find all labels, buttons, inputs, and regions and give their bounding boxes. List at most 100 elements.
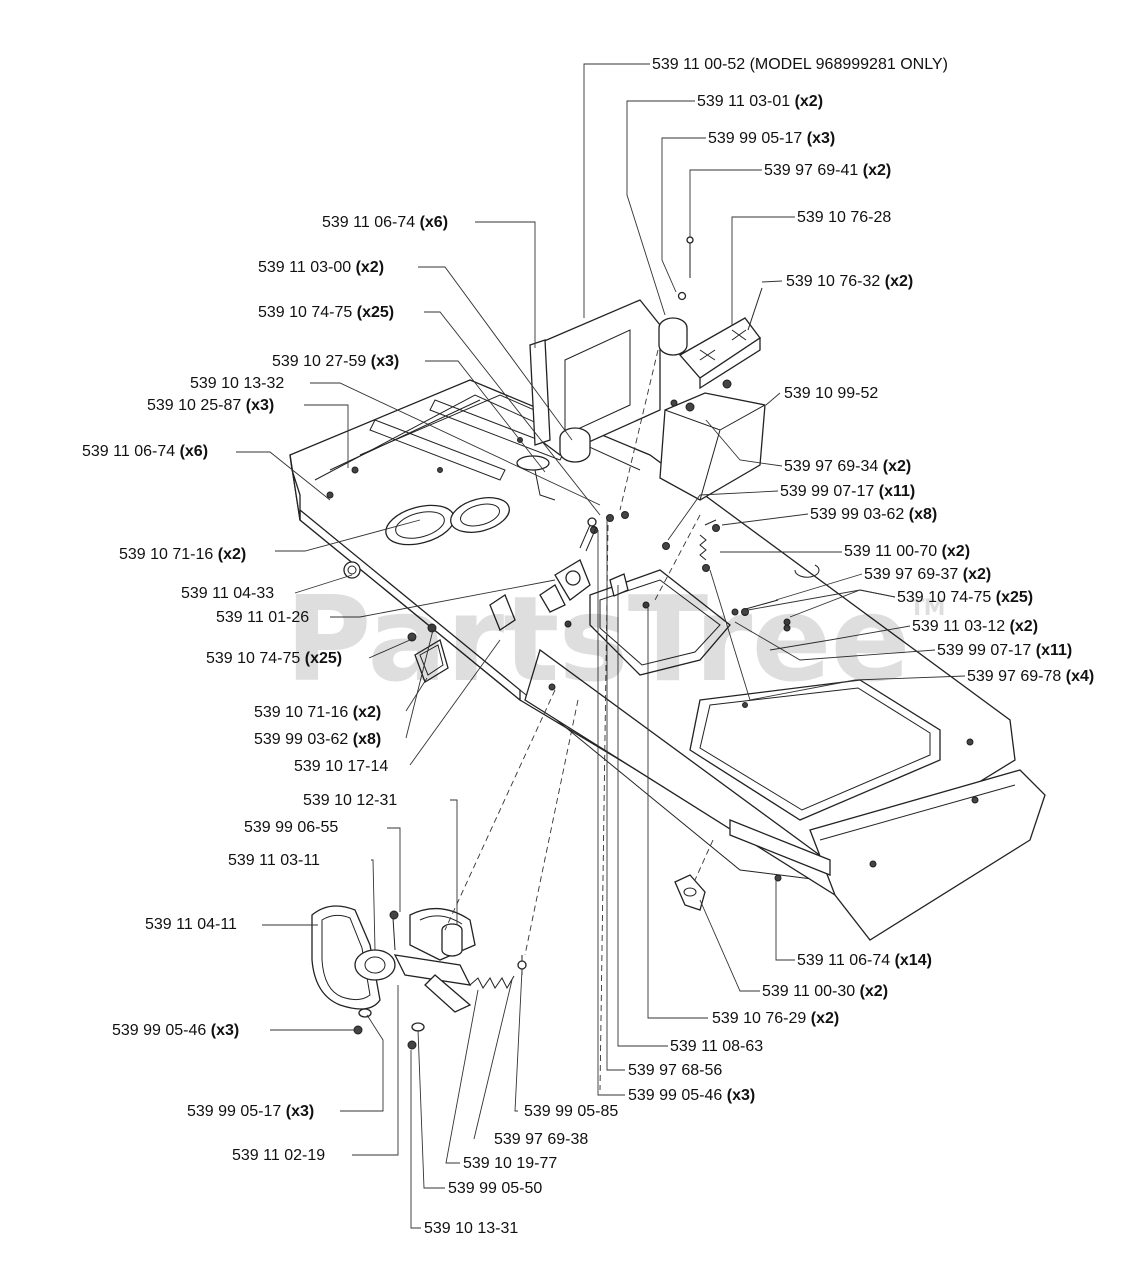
callout-label[interactable]: 539 99 05-17 (x3)	[708, 130, 835, 148]
leader-lines	[236, 63, 966, 1229]
callout-label[interactable]: 539 11 04-33	[181, 585, 274, 603]
callout-label[interactable]: 539 11 03-00 (x2)	[258, 259, 384, 277]
callout-label[interactable]: 539 10 17-14	[294, 758, 388, 776]
part-number: 539 10 71-16	[254, 704, 349, 721]
part-number: 539 99 05-46	[112, 1022, 207, 1039]
part-quantity: (x11)	[1035, 642, 1073, 659]
callout-label[interactable]: 539 99 05-50	[448, 1180, 542, 1198]
callout-label[interactable]: 539 10 12-31	[303, 792, 397, 810]
callout-label[interactable]: 539 10 13-32	[190, 375, 284, 393]
part-number: 539 99 05-46	[628, 1087, 723, 1104]
part-number: 539 11 06-74	[82, 443, 176, 460]
callout-label[interactable]: 539 99 05-85	[524, 1103, 618, 1121]
callout-label[interactable]: 539 10 76-29 (x2)	[712, 1010, 839, 1028]
callout-label[interactable]: 539 11 03-01 (x2)	[697, 93, 823, 111]
part-number: 539 99 06-55	[244, 819, 339, 836]
part-number: 539 11 06-74	[797, 952, 891, 969]
callout-label[interactable]: 539 97 68-56	[628, 1062, 722, 1080]
part-quantity: (x3)	[726, 1087, 756, 1104]
callout-label[interactable]: 539 10 25-87 (x3)	[147, 397, 274, 415]
part-quantity: (x2)	[352, 704, 382, 721]
part-number: 539 10 12-31	[303, 792, 398, 809]
part-quantity: (x3)	[285, 1103, 315, 1120]
part-number: 539 99 05-50	[448, 1180, 543, 1197]
part-number: 539 97 69-37	[864, 566, 959, 583]
callout-label[interactable]: 539 10 99-52	[784, 385, 878, 403]
part-number: 539 10 74-75	[258, 304, 353, 321]
callout-label[interactable]: 539 10 74-75 (x25)	[258, 304, 394, 322]
callout-label[interactable]: 539 10 71-16 (x2)	[119, 546, 246, 564]
callout-label[interactable]: 539 10 71-16 (x2)	[254, 704, 381, 722]
part-number: 539 99 03-62	[254, 731, 349, 748]
callout-label[interactable]: 539 11 04-11	[145, 916, 237, 934]
part-quantity: (x2)	[1009, 618, 1039, 635]
callout-label[interactable]: 539 10 74-75 (x25)	[897, 589, 1033, 607]
linkage-center	[489, 455, 629, 631]
part-number: 539 97 69-78	[967, 668, 1062, 685]
part-quantity: (x3)	[806, 130, 836, 147]
part-number: 539 10 76-29	[712, 1010, 807, 1027]
watermark-text: PartsTree	[285, 570, 911, 708]
part-number: 539 11 03-00	[258, 259, 352, 276]
switch-assembly	[678, 287, 763, 390]
callout-label[interactable]: 539 99 07-17 (x11)	[937, 642, 1072, 660]
part-number: 539 99 07-17	[937, 642, 1032, 659]
part-quantity: (x2)	[884, 273, 914, 290]
callout-label[interactable]: 539 11 08-63	[670, 1038, 763, 1056]
watermark: PartsTreeTM	[285, 570, 945, 708]
rear-bracket	[674, 874, 782, 911]
callout-label[interactable]: 539 99 05-46 (x3)	[112, 1022, 239, 1040]
part-number: 539 11 03-12	[912, 618, 1006, 635]
callout-label[interactable]: 539 99 03-62 (x8)	[810, 506, 937, 524]
part-number: 539 99 07-17	[780, 483, 875, 500]
callout-label[interactable]: 539 97 69-38	[494, 1131, 588, 1149]
part-number: 539 10 99-52	[784, 385, 879, 402]
callout-label[interactable]: 539 11 06-74 (x14)	[797, 952, 932, 970]
part-number: 539 11 08-63	[670, 1038, 764, 1055]
seat-bracket	[529, 299, 661, 456]
callout-label[interactable]: 539 97 69-37 (x2)	[864, 566, 991, 584]
callout-label[interactable]: 539 10 19-77	[463, 1155, 557, 1173]
callout-label[interactable]: 539 97 69-34 (x2)	[784, 458, 911, 476]
part-quantity: (x6)	[419, 214, 449, 231]
part-number: 539 10 17-14	[294, 758, 389, 775]
callout-label[interactable]: 539 11 01-26	[216, 609, 309, 627]
callout-label[interactable]: 539 99 05-17 (x3)	[187, 1103, 314, 1121]
bushings	[559, 236, 694, 463]
callout-label[interactable]: 539 10 13-31	[424, 1220, 518, 1238]
callout-label[interactable]: 539 11 00-30 (x2)	[762, 983, 888, 1001]
callout-label[interactable]: 539 11 00-52 (MODEL 968999281 ONLY)	[652, 56, 948, 74]
part-number: 539 99 03-62	[810, 506, 905, 523]
part-quantity: (x14)	[894, 952, 932, 969]
part-quantity: (x2)	[962, 566, 992, 583]
callout-label[interactable]: 539 10 76-28	[797, 209, 891, 227]
main-frame	[289, 379, 1046, 941]
callout-label[interactable]: 539 97 69-78 (x4)	[967, 668, 1094, 686]
part-quantity: (x3)	[210, 1022, 240, 1039]
callout-label[interactable]: 539 99 05-46 (x3)	[628, 1087, 755, 1105]
callout-label[interactable]: 539 97 69-41 (x2)	[764, 162, 891, 180]
callout-label[interactable]: 539 11 06-74 (x6)	[322, 214, 448, 232]
callout-label[interactable]: 539 99 07-17 (x11)	[780, 483, 915, 501]
part-number: 539 11 03-01	[697, 93, 791, 110]
part-number: 539 10 74-75	[897, 589, 992, 606]
part-quantity: (x2)	[941, 543, 971, 560]
callout-label[interactable]: 539 99 03-62 (x8)	[254, 731, 381, 749]
part-number: 539 97 69-38	[494, 1131, 589, 1148]
callout-label[interactable]: 539 11 06-74 (x6)	[82, 443, 208, 461]
part-number: 539 97 69-41	[764, 162, 859, 179]
part-number: 539 10 25-87	[147, 397, 242, 414]
part-number: 539 11 00-52	[652, 56, 746, 73]
part-number: 539 10 19-77	[463, 1155, 558, 1172]
part-number: 539 97 69-34	[784, 458, 879, 475]
part-number: 539 11 00-70	[844, 543, 938, 560]
part-quantity: (x2)	[217, 546, 247, 563]
callout-label[interactable]: 539 10 76-32 (x2)	[786, 273, 913, 291]
callout-label[interactable]: 539 11 03-11	[228, 852, 320, 870]
callout-label[interactable]: 539 11 03-12 (x2)	[912, 618, 1038, 636]
callout-label[interactable]: 539 11 00-70 (x2)	[844, 543, 970, 561]
callout-label[interactable]: 539 11 02-19	[232, 1147, 325, 1165]
callout-label[interactable]: 539 10 27-59 (x3)	[272, 353, 399, 371]
callout-label[interactable]: 539 99 06-55	[244, 819, 338, 837]
callout-label[interactable]: 539 10 74-75 (x25)	[206, 650, 342, 668]
